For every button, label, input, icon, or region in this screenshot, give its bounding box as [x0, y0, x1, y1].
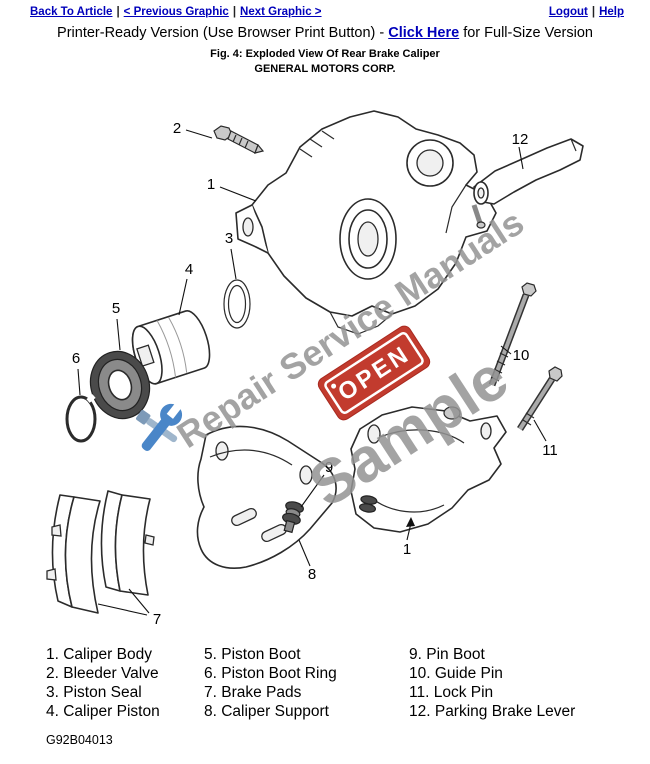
piston-boot-ring-drawing: [65, 394, 97, 443]
legend-item: 7. Brake Pads: [204, 684, 302, 701]
pin-boot-drawing: [282, 501, 304, 534]
figure-caption: Fig. 4: Exploded View Of Rear Brake Cali…: [210, 48, 440, 60]
figure-code: G92B04013: [46, 733, 113, 747]
callout-1b: 1: [403, 541, 411, 558]
fullsize-text: for Full-Size Version: [459, 25, 593, 41]
caliper-support-drawing: [196, 425, 337, 569]
callout-6: 6: [72, 350, 80, 367]
callout-10: 10: [513, 347, 530, 364]
legend-item: 12. Parking Brake Lever: [409, 703, 576, 720]
help-link[interactable]: Help: [599, 6, 624, 18]
callout-leader-lines: [77, 129, 547, 616]
legend-item: 11. Lock Pin: [409, 684, 494, 701]
lock-pin-drawing: [517, 366, 563, 431]
next-graphic-link[interactable]: Next Graphic >: [240, 6, 322, 18]
legend-item: 1. Caliper Body: [46, 646, 152, 663]
top-nav-bar: Back To Article | < Previous Graphic | N…: [0, 0, 650, 20]
legend-item: 2. Bleeder Valve: [46, 665, 159, 682]
callout-9: 9: [325, 459, 333, 476]
legend-item: 10. Guide Pin: [409, 665, 503, 682]
legend-item: 9. Pin Boot: [409, 646, 485, 663]
piston-boot-drawing: [89, 350, 151, 420]
caliper-body-drawing: [235, 110, 497, 335]
callout-1: 1: [207, 176, 215, 193]
callout-12: 12: [512, 131, 529, 148]
printer-ready-line: Printer-Ready Version (Use Browser Print…: [0, 25, 650, 41]
brake-pads-drawing: [46, 490, 155, 614]
previous-graphic-link[interactable]: < Previous Graphic: [123, 6, 229, 18]
parking-brake-lever-drawing: [471, 138, 584, 229]
nav-left: Back To Article | < Previous Graphic | N…: [30, 6, 322, 18]
logout-link[interactable]: Logout: [548, 6, 588, 18]
caliper-assembled-drawing: [350, 406, 507, 533]
callout-5: 5: [112, 300, 120, 317]
legend-item: 6. Piston Boot Ring: [204, 665, 337, 682]
legend-column-2: 5. Piston Boot 6. Piston Boot Ring 7. Br…: [204, 645, 409, 721]
nav-right: Logout | Help: [549, 6, 624, 18]
callout-3: 3: [225, 230, 233, 247]
wrench-icon: [136, 402, 183, 451]
callout-7: 7: [153, 611, 161, 628]
click-here-link[interactable]: Click Here: [388, 25, 460, 41]
guide-pin-drawing: [488, 282, 537, 387]
legend-column-1: 1. Caliper Body 2. Bleeder Valve 3. Pist…: [46, 645, 204, 721]
nav-separator: |: [232, 6, 237, 18]
callout-8: 8: [308, 566, 316, 583]
legend-item: 3. Piston Seal: [46, 684, 142, 701]
bleeder-valve-drawing: [213, 125, 265, 154]
callout-11: 11: [542, 442, 558, 459]
nav-separator: |: [116, 6, 120, 18]
nav-separator: |: [591, 6, 596, 18]
printer-ready-text: Printer-Ready Version (Use Browser Print…: [57, 25, 389, 41]
company-name: GENERAL MOTORS CORP.: [254, 63, 396, 75]
callout-2: 2: [173, 120, 181, 137]
exploded-diagram: 2 1 12 3 4 5 6 9 10 11 7 8 1 Repair Serv…: [46, 110, 584, 628]
legend-item: 5. Piston Boot: [204, 646, 301, 663]
piston-seal-drawing: [223, 279, 251, 329]
callout-4: 4: [185, 261, 193, 278]
callout-numbers: 2 1 12 3 4 5 6 9 10 11 7 8 1: [72, 120, 558, 628]
legend-item: 4. Caliper Piston: [46, 703, 160, 720]
legend-item: 8. Caliper Support: [204, 703, 329, 720]
legend-column-3: 9. Pin Boot 10. Guide Pin 11. Lock Pin 1…: [409, 645, 650, 721]
pin-boot-2-drawing: [358, 495, 378, 513]
back-to-article-link[interactable]: Back To Article: [30, 6, 113, 18]
parts-legend: 1. Caliper Body 2. Bleeder Valve 3. Pist…: [0, 645, 650, 721]
